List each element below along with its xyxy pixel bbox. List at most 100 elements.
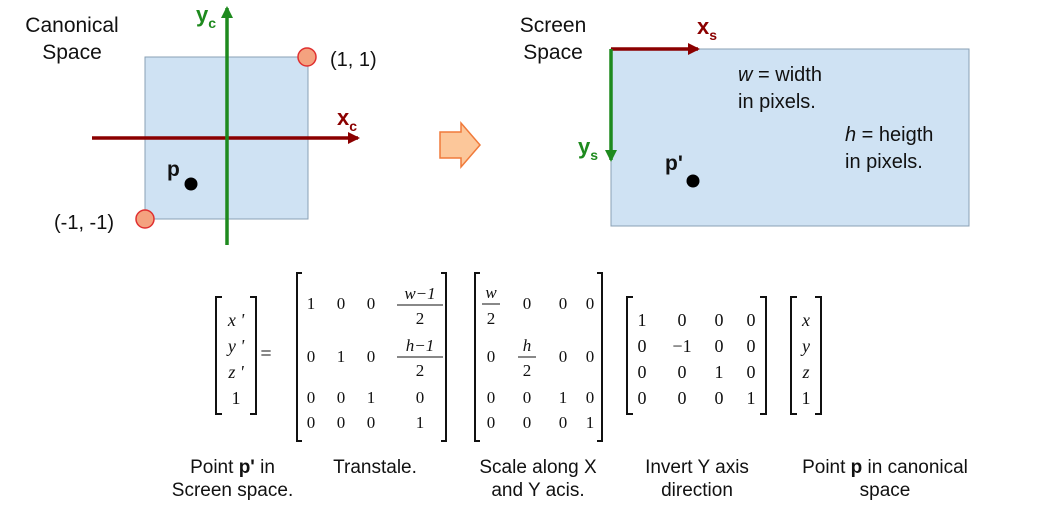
rhs-x: x	[801, 310, 810, 330]
scale-cell: 0	[487, 347, 496, 366]
translate-cell: 0	[367, 413, 376, 432]
caption-point-screen-line1: Point p' in	[150, 456, 315, 479]
canonical-y-axis-label: yc	[196, 2, 216, 31]
scale-cell: 0	[523, 388, 532, 407]
caption-point-canonical-line1: Point p in canonical	[785, 456, 985, 479]
rhs-z: z	[801, 362, 809, 382]
screen-title-line2: Space	[523, 41, 583, 64]
scale-bracket-left	[474, 272, 480, 442]
caption-invert-line2: direction	[661, 480, 733, 501]
invert-cell: 0	[747, 336, 756, 356]
translate-frac-h-numerator: h−1	[406, 336, 434, 355]
invert-cell: 0	[747, 362, 756, 382]
caption-text: in canonical	[862, 457, 968, 478]
invert-bracket-left	[626, 296, 633, 415]
translate-matrix: 1 0 0 w−1 2 0 1 0 h−1 2 0 0 1 0 0 0 0 1	[307, 284, 443, 432]
scale-cell: 0	[559, 413, 568, 432]
caption-point-canonical: Point p in canonical space	[785, 456, 985, 502]
screen-height-note-line1: h = heigth	[845, 124, 933, 146]
translate-frac-h-denominator: 2	[416, 361, 425, 380]
rhs-one: 1	[802, 388, 811, 408]
scale-cell: 0	[559, 347, 568, 366]
scale-matrix: w 2 0 0 0 0 h 2 0 0 0 0 1 0 0 0 0 1	[482, 283, 594, 432]
rhs-bracket-left	[790, 296, 797, 415]
rhs-y: y	[800, 336, 810, 356]
canonical-corner-bottom-left-label: (-1, -1)	[54, 212, 114, 234]
canonical-x-axis-label: xc	[337, 105, 357, 134]
screen-point-p-prime-label: p'	[665, 152, 683, 175]
invert-cell: 0	[678, 310, 687, 330]
scale-cell: 0	[487, 388, 496, 407]
screen-y-axis-label: ys	[578, 134, 598, 163]
canonical-corner-top-right-marker	[297, 47, 317, 67]
scale-cell: 0	[523, 294, 532, 313]
transform-arrow-icon	[439, 120, 481, 170]
scale-bracket-right	[597, 272, 603, 442]
screen-height-note-line2: in pixels.	[845, 151, 923, 173]
caption-point-screen-line2: Screen space.	[171, 480, 294, 501]
lhs-z-prime: z '	[227, 362, 245, 382]
invert-cell: 0	[678, 362, 687, 382]
invert-cell: 0	[678, 388, 687, 408]
caption-point-canonical-line2: space	[859, 480, 911, 501]
caption-bold: p	[850, 457, 863, 478]
screen-width-note-line2: in pixels.	[738, 91, 816, 113]
caption-translate: Transtale.	[315, 456, 435, 479]
caption-text: Point	[802, 457, 851, 478]
lhs-y-prime: y '	[226, 336, 245, 356]
scale-cell: 1	[559, 388, 568, 407]
canonical-point-p	[184, 177, 198, 191]
screen-width-note-line1: w = width	[738, 64, 822, 86]
invert-matrix: 1 0 0 0 0 −1 0 0 0 0 1 0 0 0 0 1	[638, 310, 756, 408]
invert-cell: 0	[715, 310, 724, 330]
canonical-title-line1: Canonical	[25, 14, 118, 37]
lhs-bracket-left	[215, 296, 222, 415]
translate-cell: 1	[307, 294, 316, 313]
invert-cell: 0	[638, 388, 647, 408]
scale-cell: 0	[487, 413, 496, 432]
invert-cell: 1	[747, 388, 756, 408]
caption-point-screen: Point p' in Screen space.	[150, 456, 315, 502]
caption-invert: Invert Y axis direction	[622, 456, 772, 502]
scale-frac-h-numerator: h	[523, 336, 532, 355]
translate-cell: 0	[367, 294, 376, 313]
translate-bracket-right	[441, 272, 447, 442]
canonical-title-line2: Space	[42, 41, 102, 64]
screen-point-p-prime	[686, 174, 700, 188]
scale-cell: 0	[586, 347, 595, 366]
rhs-bracket-right	[815, 296, 822, 415]
translate-cell: 1	[337, 347, 346, 366]
invert-cell: −1	[672, 336, 691, 356]
scale-cell: 0	[523, 413, 532, 432]
caption-bold: p'	[238, 457, 255, 478]
invert-bracket-right	[760, 296, 767, 415]
translate-cell: 0	[307, 413, 316, 432]
invert-cell: 1	[638, 310, 647, 330]
lhs-bracket-right	[250, 296, 257, 415]
translate-cell: 0	[367, 347, 376, 366]
translate-cell: 1	[416, 413, 425, 432]
invert-cell: 0	[638, 362, 647, 382]
translate-bracket-left	[296, 272, 302, 442]
canonical-corner-top-right-label: (1, 1)	[330, 49, 377, 71]
translate-cell: 0	[307, 388, 316, 407]
caption-scale: Scale along X and Y acis.	[468, 456, 608, 502]
caption-scale-line1: Scale along X	[479, 457, 597, 478]
scale-frac-w-numerator: w	[485, 283, 497, 302]
invert-cell: 0	[715, 336, 724, 356]
translate-frac-w-numerator: w−1	[404, 284, 435, 303]
caption-invert-line1: Invert Y axis	[645, 457, 749, 478]
scale-cell: 0	[586, 388, 595, 407]
equals-sign: =	[260, 343, 271, 365]
translate-cell: 0	[307, 347, 316, 366]
translate-cell: 0	[337, 294, 346, 313]
caption-scale-line2: and Y acis.	[491, 480, 585, 501]
translate-frac-w-denominator: 2	[416, 309, 425, 328]
invert-cell: 0	[638, 336, 647, 356]
lhs-one: 1	[232, 388, 241, 408]
invert-cell: 0	[747, 310, 756, 330]
canonical-corner-bottom-left-marker	[135, 209, 155, 229]
caption-translate-line1: Transtale.	[333, 457, 417, 478]
scale-cell: 1	[586, 413, 595, 432]
